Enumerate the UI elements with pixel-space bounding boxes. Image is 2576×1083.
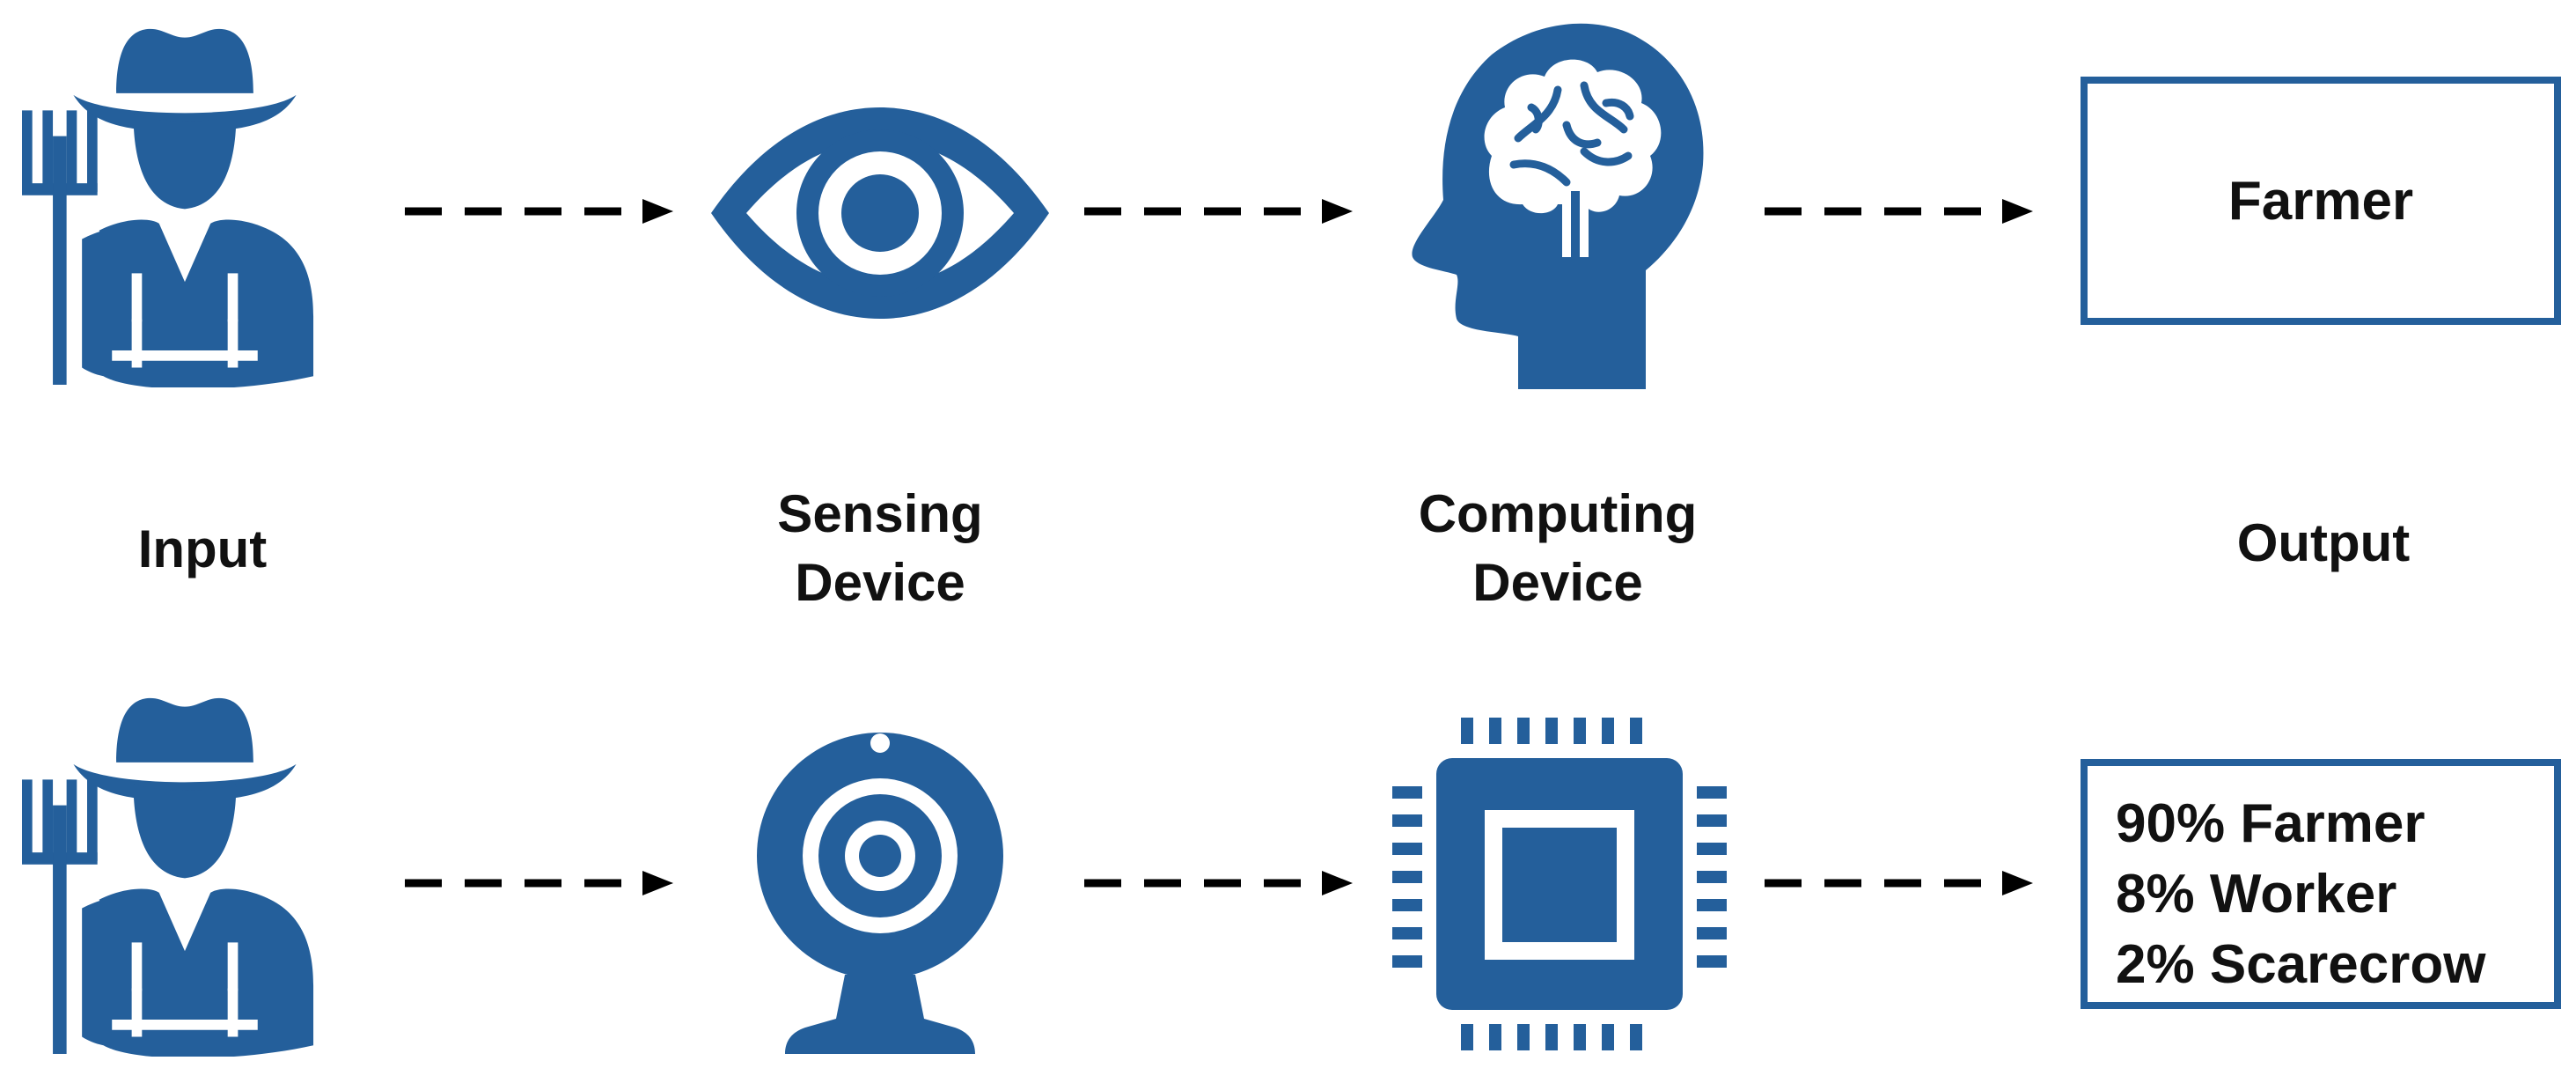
eye-icon bbox=[704, 107, 1056, 319]
cpu-chip-icon bbox=[1392, 718, 1727, 1052]
label-output-text: Output bbox=[2236, 513, 2411, 572]
label-output: Output bbox=[2191, 509, 2455, 578]
arrow-top-2 bbox=[1084, 195, 1357, 232]
webcam-icon bbox=[730, 724, 1030, 1058]
arrow-top-3 bbox=[1765, 195, 2037, 232]
arrow-top-1 bbox=[405, 195, 678, 232]
output-line-scarecrow: 2% Scarecrow bbox=[2116, 934, 2486, 995]
output-line-farmer: 90% Farmer bbox=[2116, 793, 2426, 854]
label-computing-line1: Computing bbox=[1418, 484, 1698, 543]
label-sensing-line2: Device bbox=[795, 553, 965, 612]
arrow-bottom-1 bbox=[405, 867, 678, 903]
label-input: Input bbox=[70, 515, 334, 584]
arrow-bottom-3 bbox=[1765, 867, 2037, 903]
output-box-top: Farmer bbox=[2081, 77, 2561, 325]
farmer-icon-bottom bbox=[22, 691, 348, 1057]
label-computing-device: Computing Device bbox=[1382, 480, 1734, 617]
output-box-bottom: 90% Farmer 8% Worker 2% Scarecrow bbox=[2081, 759, 2561, 1009]
label-sensing-line1: Sensing bbox=[777, 484, 983, 543]
brain-head-icon bbox=[1408, 19, 1707, 389]
label-computing-line2: Device bbox=[1472, 553, 1643, 612]
arrow-bottom-2 bbox=[1084, 867, 1357, 903]
output-line-worker: 8% Worker bbox=[2116, 864, 2397, 925]
farmer-icon-top bbox=[22, 22, 348, 387]
label-input-text: Input bbox=[137, 519, 268, 578]
label-sensing-device: Sensing Device bbox=[704, 480, 1056, 617]
